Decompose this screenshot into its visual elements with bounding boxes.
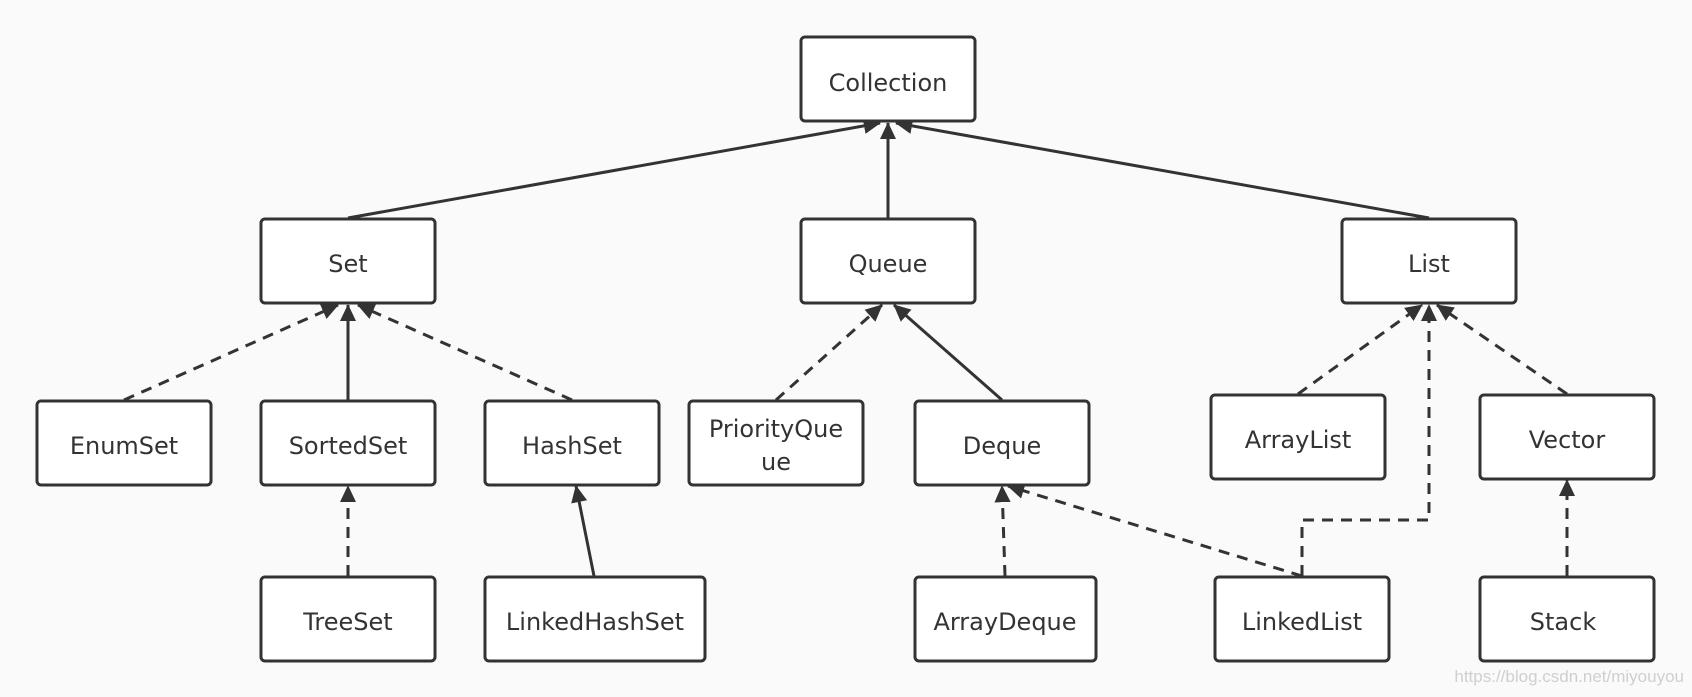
node-linkedlist: LinkedList xyxy=(1213,575,1391,663)
node-label: Stack xyxy=(1530,608,1597,636)
node-set: Set xyxy=(259,217,437,305)
edge-hashset-set xyxy=(357,303,573,402)
edge-set-collection xyxy=(347,117,881,220)
node-linkedhashset: LinkedHashSet xyxy=(483,575,707,663)
node-list: List xyxy=(1340,217,1518,305)
edge-list-collection xyxy=(895,117,1430,220)
node-priorityqueue: PriorityQue ue xyxy=(687,399,865,487)
edge-arraylist-list xyxy=(1297,303,1423,396)
node-vector: Vector xyxy=(1478,393,1656,481)
node-deque: Deque xyxy=(913,399,1091,487)
edge-deque-queue xyxy=(893,303,1003,402)
watermark: https://blog.csdn.net/miyouyou xyxy=(1454,667,1684,686)
node-label: LinkedHashSet xyxy=(506,608,684,636)
edge-linkedhashset-hashset xyxy=(571,485,596,577)
node-label: ArrayList xyxy=(1245,426,1352,454)
node-queue: Queue xyxy=(799,217,977,305)
node-sortedset: SortedSet xyxy=(259,399,437,487)
edge-priorityqueue-queue xyxy=(774,303,884,402)
node-treeset: TreeSet xyxy=(259,575,437,663)
node-label: EnumSet xyxy=(70,432,178,460)
node-label: Queue xyxy=(849,250,928,278)
node-stack: Stack xyxy=(1478,575,1656,663)
node-label: LinkedList xyxy=(1242,608,1362,636)
node-label: Set xyxy=(328,250,367,278)
node-arraydeque: ArrayDeque xyxy=(913,575,1098,663)
edge-enumset-set xyxy=(123,303,339,402)
edge-vector-list xyxy=(1436,303,1568,396)
node-collection: Collection xyxy=(799,35,977,123)
edges xyxy=(123,117,1576,578)
node-label: Collection xyxy=(829,69,948,97)
node-label: Deque xyxy=(963,432,1041,460)
edge-linkedlist-list xyxy=(1300,304,1438,576)
edge-linkedlist-deque xyxy=(1007,482,1303,578)
edge-arraydeque-deque xyxy=(994,485,1011,577)
node-label-line2: ue xyxy=(761,448,791,476)
node-label: ArrayDeque xyxy=(933,608,1076,636)
node-label: SortedSet xyxy=(289,432,408,460)
node-label: TreeSet xyxy=(302,608,392,636)
node-label: Vector xyxy=(1529,426,1606,454)
node-hashset: HashSet xyxy=(483,399,661,487)
node-label-line1: PriorityQue xyxy=(709,415,843,443)
node-enumset: EnumSet xyxy=(35,399,213,487)
node-label: List xyxy=(1408,250,1450,278)
node-arraylist: ArrayList xyxy=(1209,393,1387,481)
node-label: HashSet xyxy=(522,432,622,460)
